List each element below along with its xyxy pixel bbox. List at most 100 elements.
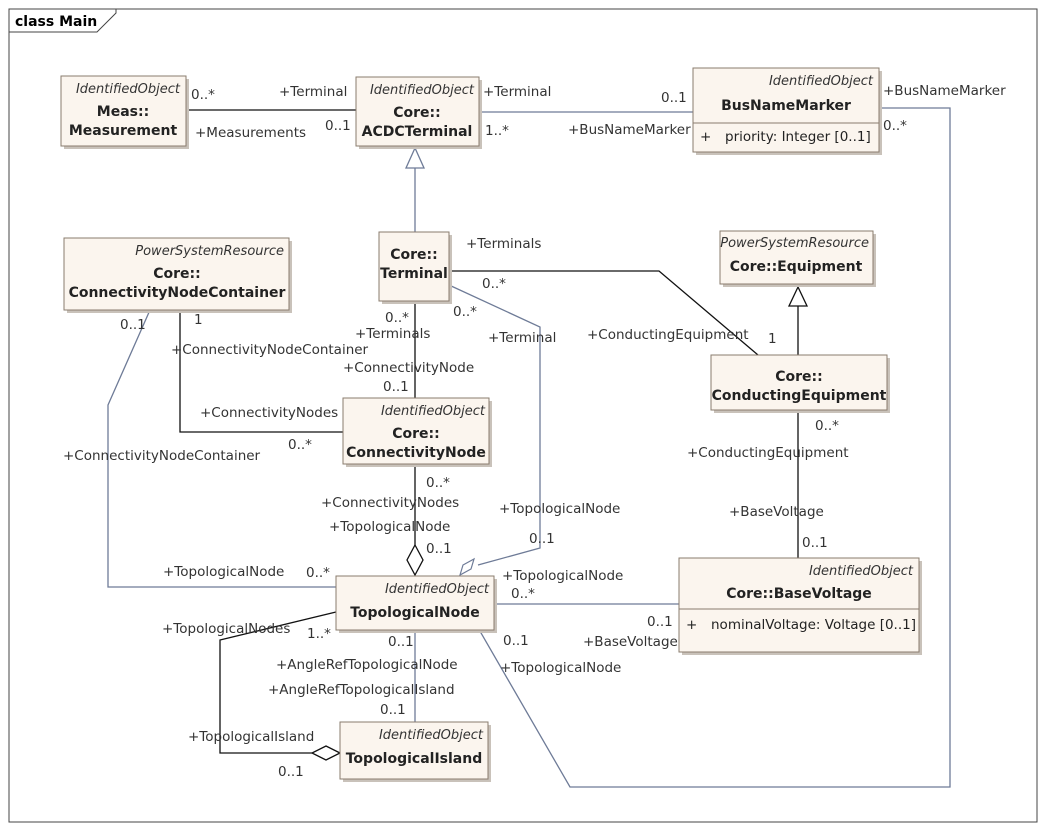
frame-tab [8,8,117,33]
label-tn-bv-mult: 0..* [511,586,535,602]
aggregation-diamond-tn-ti [310,745,342,761]
label-cn-tn-role: +TopologicalNode [329,519,450,535]
label-tn-cnc-mult: 0..* [306,565,330,581]
label-cn-nodes-role: +ConnectivityNodes [321,495,459,511]
label-m-mult: 0..* [191,87,215,103]
label-tn-nodes-mult: 1..* [307,626,331,642]
class-acdc-terminal[interactable]: IdentifiedObject Core:: ACDCTerminal [355,76,482,149]
label-t-tn-role: +TopologicalNode [499,501,620,517]
label-ti-mult: 0..1 [278,764,304,780]
label-b-busnamemarker: +BusNameMarker [883,83,1006,99]
label-t-mult-ce: 0..* [482,276,506,292]
edge-terminal-conductingequipment [449,270,759,356]
acdc-terminal-name-1: Core:: [393,105,441,121]
label-t-tn-mult: 0..1 [529,531,555,547]
label-ce-mult-bv: 0..* [815,418,839,434]
label-cn-mult: 0..1 [383,379,409,395]
label-a-mult-m: 0..1 [325,118,351,134]
label-tn-nodes-role: +TopologicalNodes [162,621,290,637]
base-voltage-name: Core::BaseVoltage [726,586,872,602]
base-voltage-attr: nominalVoltage: Voltage [0..1] [711,617,916,633]
label-cnc-mult-tn: 0..1 [120,317,146,333]
conducting-equipment-name-2: ConductingEquipment [712,388,887,404]
measurement-stereotype: IdentifiedObject [76,82,181,97]
bus-name-marker-attr-visibility: + [700,129,711,145]
label-a-busnamemarker: +BusNameMarker [568,122,691,138]
acdc-terminal-stereotype: IdentifiedObject [370,83,475,98]
label-cnc-cnc-role2: +ConnectivityNodeContainer [63,448,261,464]
label-a-mult-b: 1..* [485,123,509,139]
label-bv-tn-mult: 0..1 [647,614,673,630]
frame-title: class Main [15,14,97,30]
topological-island-stereotype: IdentifiedObject [379,728,484,743]
label-bv-tn-role: +BaseVoltage [583,634,678,650]
bus-name-marker-attr: priority: Integer [0..1] [725,129,871,145]
label-ti-role: +TopologicalIsland [188,729,314,745]
bus-name-marker-stereotype: IdentifiedObject [769,74,874,89]
label-t-terminals-top: +Terminals [466,236,541,252]
label-t-mult-cn: 0..* [385,310,409,326]
label-t-mult-tn: 0..* [453,304,477,320]
label-ce-role: +ConductingEquipment [587,327,749,343]
label-tn-angle-role: +AngleRefTopologicalNode [276,657,458,673]
label-tn-cnc-role: +TopologicalNode [163,564,284,580]
edge-terminal-topologicalnode [448,284,541,566]
label-b-mult-a: 0..1 [661,90,687,106]
aggregation-diamond-t-tn [459,557,475,577]
base-voltage-stereotype: IdentifiedObject [809,564,914,579]
class-conducting-equipment[interactable]: Core:: ConductingEquipment [710,354,890,413]
label-tn-angle-mult: 0..1 [388,634,414,650]
label-m-terminal: +Terminal [279,84,347,100]
label-tn-bv-role: +TopologicalNode [502,568,623,584]
class-topological-node[interactable]: IdentifiedObject TopologicalNode [335,575,497,633]
cnc-stereotype: PowerSystemResource [135,244,284,259]
label-cnc-mult-cn: 1 [194,312,203,328]
generalization-arrow-acdc [404,146,426,169]
generalization-arrow-equipment [787,285,809,307]
label-t-terminals-cn: +Terminals [355,326,430,342]
terminal-name-1: Core:: [390,247,438,263]
class-topological-island[interactable]: IdentifiedObject TopologicalIsland [339,721,491,782]
topological-node-stereotype: IdentifiedObject [385,582,490,597]
connectivity-node-name-2: ConnectivityNode [346,445,486,461]
aggregation-diamond-cn-tn [406,543,424,577]
terminal-name-2: Terminal [380,266,448,282]
edge-tn-busnamemarker [476,107,951,788]
class-terminal[interactable]: Core:: Terminal [378,231,452,304]
class-base-voltage[interactable]: IdentifiedObject Core::BaseVoltage + nom… [678,557,922,655]
equipment-stereotype: PowerSystemResource [720,236,869,251]
class-measurement[interactable]: IdentifiedObject Meas:: Measurement [60,75,189,149]
edge-cnc-topologicalnode [107,309,336,588]
label-tn-bnm-mult: 0..1 [503,633,529,649]
label-tn-bnm-role: +TopologicalNode [500,660,621,676]
measurement-name-2: Measurement [69,123,178,139]
topological-node-name: TopologicalNode [350,605,480,621]
class-equipment[interactable]: PowerSystemResource Core::Equipment [719,230,876,287]
label-t-terminal: +Terminal [488,330,556,346]
edge-cnc-connectivitynode [179,310,343,433]
label-ce-mult: 1 [768,331,777,347]
label-b-mult-tn: 0..* [883,118,907,134]
edge-tn-topologicalisland [219,611,337,754]
connectivity-node-stereotype: IdentifiedObject [381,404,486,419]
bus-name-marker-name: BusNameMarker [721,98,851,114]
acdc-terminal-name-2: ACDCTerminal [362,124,473,140]
class-bus-name-marker[interactable]: IdentifiedObject BusNameMarker + priorit… [692,67,882,155]
label-cn-mult-tn: 0..* [426,475,450,491]
class-connectivity-node-container[interactable]: PowerSystemResource Core:: ConnectivityN… [63,237,292,313]
label-cn-tn-mult: 0..1 [426,541,452,557]
conducting-equipment-name-1: Core:: [775,369,823,385]
diagram-frame [8,8,1038,823]
class-connectivity-node[interactable]: IdentifiedObject Core:: ConnectivityNode [342,397,492,467]
equipment-name: Core::Equipment [730,259,863,275]
connectivity-node-name-1: Core:: [392,426,440,442]
label-bv-mult: 0..1 [802,535,828,551]
base-voltage-attr-visibility: + [686,617,697,633]
measurement-name-1: Meas:: [97,104,149,120]
label-a-terminal: +Terminal [483,84,551,100]
label-cn-mult-cnc: 0..* [288,437,312,453]
label-cn-role: +ConnectivityNode [343,360,474,376]
label-ce-role-bv: +ConductingEquipment [687,445,849,461]
label-bv-role: +BaseVoltage [729,504,824,520]
